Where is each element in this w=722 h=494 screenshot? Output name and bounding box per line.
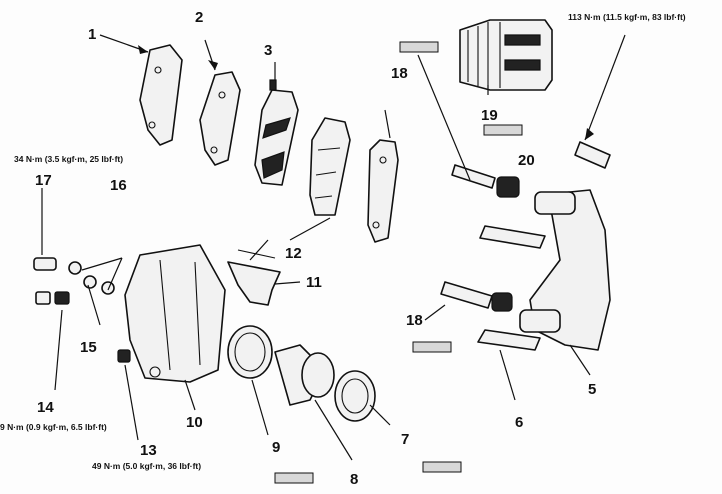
torque-bleeder: 9 N·m (0.9 kgf·m, 6.5 lbf·ft) <box>0 422 107 432</box>
callout-20: 20 <box>518 152 535 169</box>
pad-retainer-6 <box>477 225 546 351</box>
callout-3: 3 <box>264 42 273 59</box>
piston-seal-9 <box>227 325 273 379</box>
leader-lines <box>41 34 626 461</box>
piston-8 <box>274 344 335 406</box>
banjo-bolt-13 <box>117 349 131 363</box>
sealing-washers-16 <box>68 261 115 295</box>
slide-pin-18b <box>440 281 513 312</box>
bleeder-14 <box>35 291 70 305</box>
callout-5: 5 <box>588 381 597 398</box>
callout-1: 1 <box>88 26 97 43</box>
callout-18-bottom: 18 <box>406 312 423 329</box>
torque-banjo-bolt: 49 N·m (5.0 kgf·m, 36 lbf·ft) <box>92 461 202 471</box>
pin-boot-20 <box>496 176 520 198</box>
torque-pin-bolt: 34 N·m (3.5 kgf·m, 25 lbf·ft) <box>14 154 124 164</box>
pad-shim-2 <box>199 71 241 166</box>
callout-6: 6 <box>515 414 524 431</box>
grease-symbols <box>274 41 523 484</box>
callout-19: 19 <box>481 107 498 124</box>
callout-16: 16 <box>110 177 127 194</box>
boot-19 <box>459 19 553 91</box>
callout-2: 2 <box>195 9 204 26</box>
callout-8: 8 <box>350 471 359 488</box>
brake-pad-3 <box>254 79 299 186</box>
pin-bolt-17 <box>33 257 57 271</box>
bracket-bolt <box>574 141 611 169</box>
caliper-body-10 <box>124 244 226 383</box>
callout-17: 17 <box>35 172 52 189</box>
brake-pad-12 <box>309 117 351 216</box>
caliper-bracket-5 <box>519 189 611 351</box>
slide-pin-18a <box>451 164 496 189</box>
callout-12: 12 <box>285 245 302 262</box>
torque-bracket-bolt: 113 N·m (11.5 kgf·m, 83 lbf·ft) <box>568 12 686 22</box>
callout-13: 13 <box>140 442 157 459</box>
callout-18-top: 18 <box>391 65 408 82</box>
callout-7: 7 <box>401 431 410 448</box>
callout-15: 15 <box>80 339 97 356</box>
sealing-washer-15 <box>83 275 97 289</box>
pad-shim-1 <box>139 44 183 146</box>
pad-shim-12b <box>367 139 399 243</box>
callout-10: 10 <box>186 414 203 431</box>
callout-9: 9 <box>272 439 281 456</box>
callout-14: 14 <box>37 399 54 416</box>
dust-seal-7 <box>334 370 376 422</box>
callout-11: 11 <box>306 274 322 291</box>
spring-11 <box>227 249 281 306</box>
